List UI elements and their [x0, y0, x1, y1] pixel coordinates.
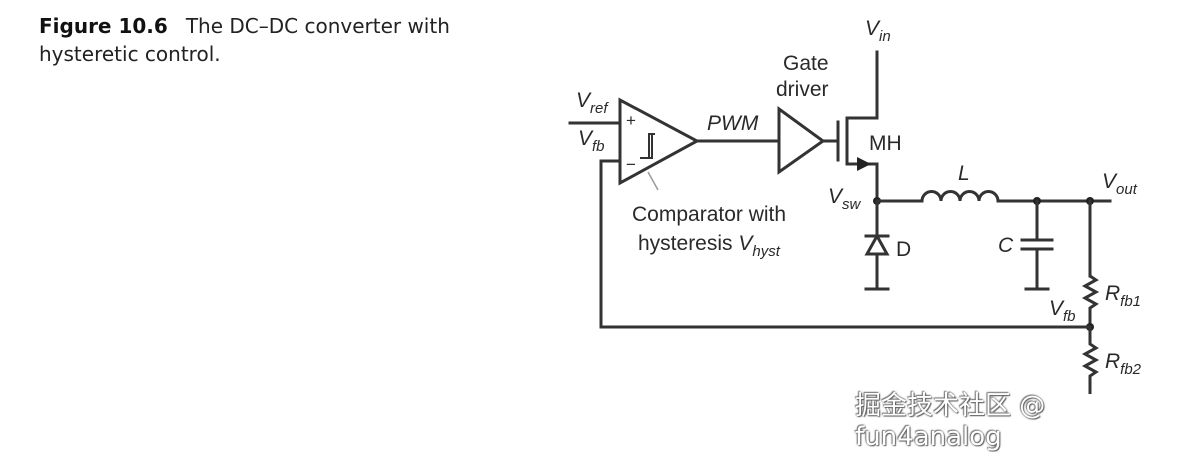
comparator — [618, 97, 701, 186]
inductor-label: L — [958, 162, 970, 185]
pwm-label: PWM — [707, 112, 759, 135]
vout-label: Vout — [1102, 170, 1138, 198]
gate-driver-label-2: driver — [776, 78, 829, 101]
figure-label: Figure 10.6 — [39, 14, 168, 38]
minus-sign: − — [626, 155, 636, 174]
comparator-pointer — [647, 171, 659, 191]
inductor — [920, 190, 1000, 202]
vsw-label: Vsw — [828, 185, 862, 213]
resistor-rfb2 — [1081, 327, 1100, 394]
diode — [864, 232, 890, 256]
rfb1-label: Rfb1 — [1105, 282, 1141, 310]
vfb-input-label: Vfb — [578, 127, 605, 155]
diode-label: D — [896, 238, 911, 261]
resistor-rfb1 — [1081, 274, 1100, 326]
mosfet-arrow — [857, 157, 871, 171]
vfb-node-label: Vfb — [1049, 297, 1076, 325]
drain-wire — [845, 50, 879, 120]
plus-sign: + — [626, 111, 636, 130]
vref-label: Vref — [576, 89, 609, 117]
circuit-diagram: + − Vref Vfb PWM Gate driver MH Vin Vsw … — [568, 17, 1142, 394]
rfb2-label: Rfb2 — [1105, 350, 1142, 378]
comparator-description-2: hysteresis Vhyst — [638, 232, 781, 260]
hysteresis-icon — [640, 133, 655, 159]
gate-driver — [777, 106, 826, 175]
gate-driver-label-1: Gate — [783, 52, 829, 75]
caption-text: The DC–DC converter with hysteretic cont… — [39, 14, 450, 66]
watermark: 掘金技术社区 @ fun4analog — [855, 391, 1046, 452]
vin-label: Vin — [865, 17, 891, 45]
mh-label: MH — [869, 132, 902, 155]
comparator-description-1: Comparator with — [632, 203, 786, 226]
feedback-wire — [599, 159, 1092, 329]
capacitor-label: C — [998, 234, 1014, 257]
